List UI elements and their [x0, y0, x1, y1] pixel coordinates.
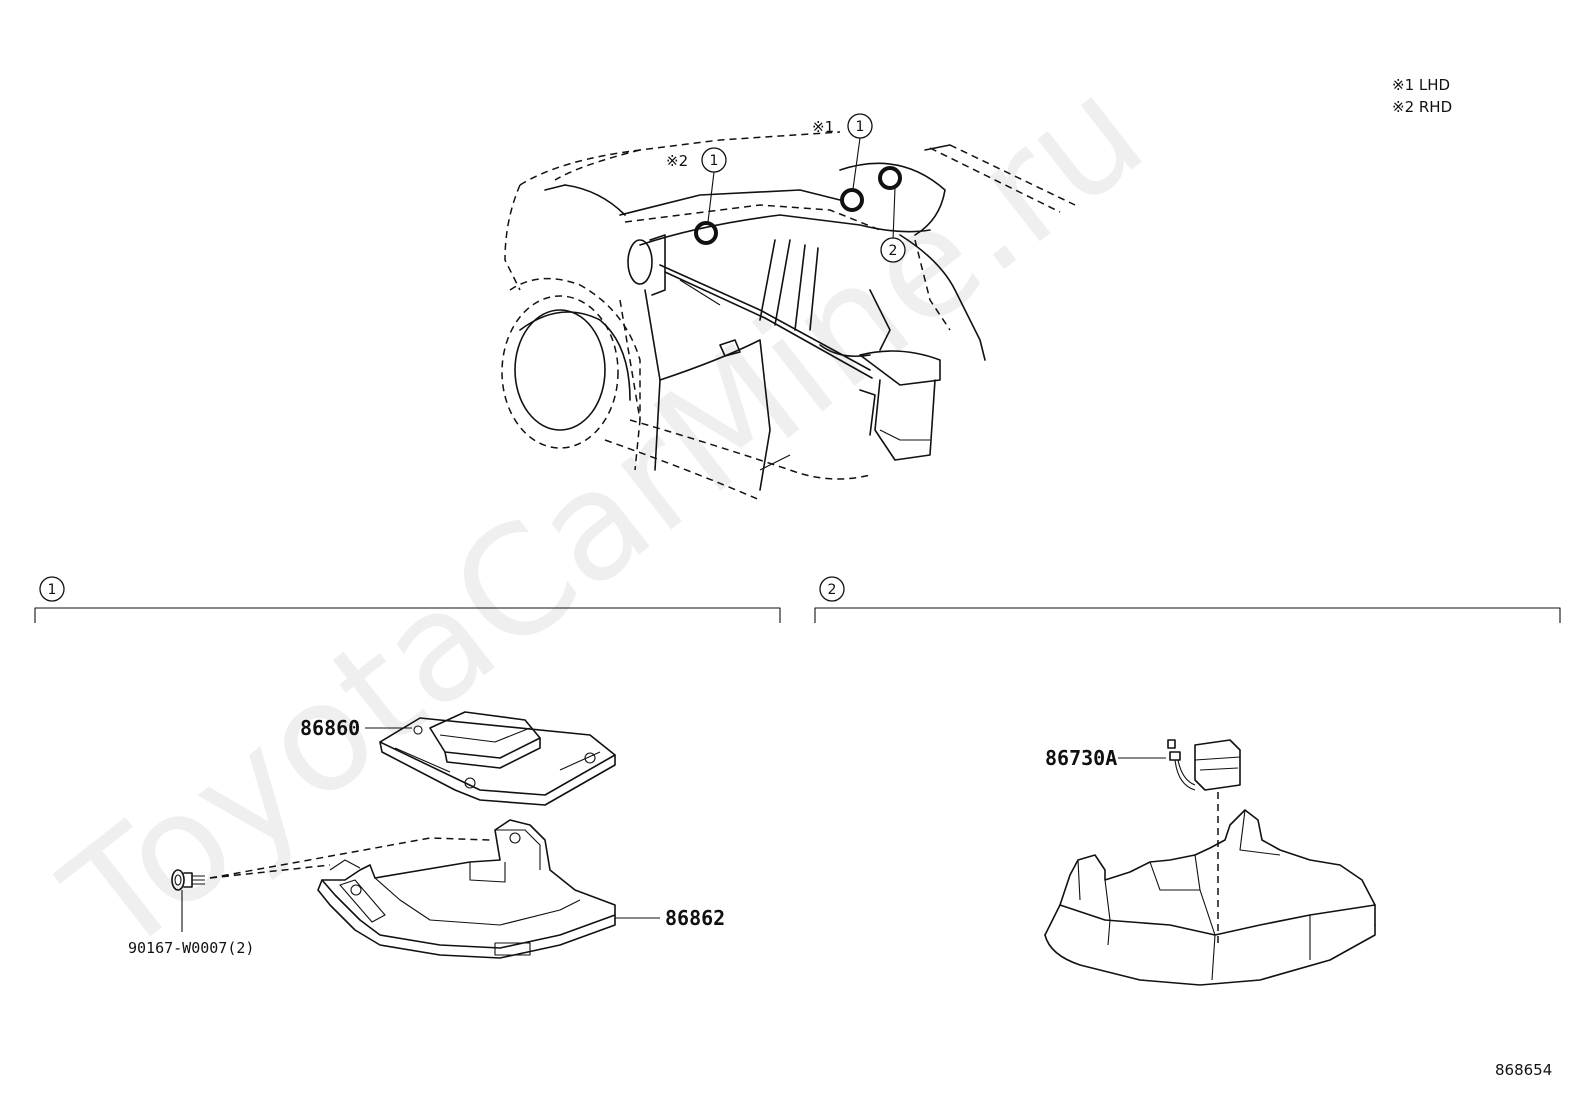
callout-1-rhd: 1 — [710, 153, 719, 169]
bracket-86862 — [317, 819, 616, 959]
label-86862: 86862 — [665, 906, 725, 930]
location-sensor — [878, 166, 902, 190]
ecu-86860 — [379, 711, 616, 806]
callout-1-lhd: 1 — [856, 119, 865, 135]
location-ecu-lhd — [840, 188, 864, 212]
label-90167-W0007: 90167-W0007(2) — [128, 939, 254, 957]
watermark: ToyotaCarMine.ru — [34, 44, 1175, 988]
mark-lhd: ※1 — [812, 118, 834, 136]
callout-2: 2 — [889, 243, 898, 259]
section-1-marker: 1 — [48, 582, 57, 598]
label-86860: 86860 — [300, 716, 360, 740]
legend-lhd: ※1 LHD — [1392, 76, 1450, 94]
label-86730A: 86730A — [1045, 746, 1117, 770]
diagram-id: 868654 — [1495, 1061, 1552, 1079]
section-2-bracket — [814, 607, 1561, 623]
sensor-86730A — [1167, 739, 1241, 791]
vehicle-overview — [501, 131, 1076, 501]
section-2-marker: 2 — [828, 582, 837, 598]
section-1-bracket — [34, 607, 781, 623]
mark-rhd: ※2 — [666, 152, 688, 170]
legend-rhd: ※2 RHD — [1392, 98, 1452, 116]
bolt-90167-W0007 — [171, 869, 205, 891]
sensor-mount-housing — [1044, 809, 1376, 986]
location-ecu-rhd — [694, 221, 718, 245]
